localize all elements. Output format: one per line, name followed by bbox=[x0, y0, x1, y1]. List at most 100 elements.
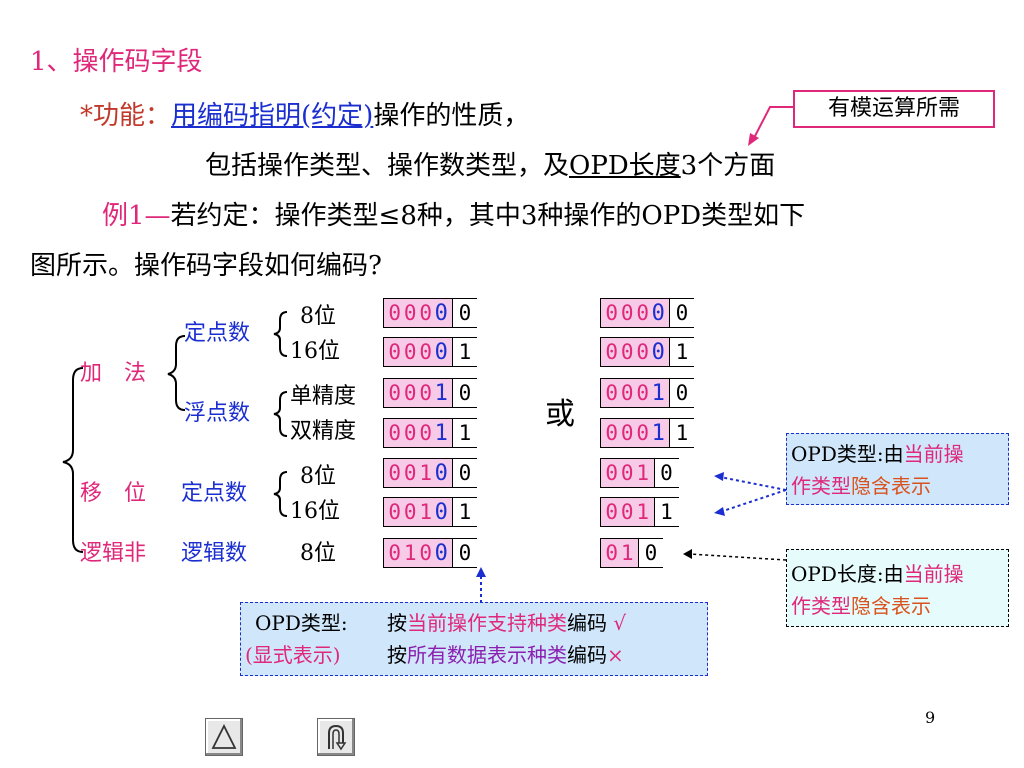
code-bit: 1 bbox=[434, 421, 448, 446]
code-bit: 0 bbox=[620, 500, 634, 524]
code-bit-last: 1 bbox=[669, 419, 694, 447]
code-bit: 0 bbox=[620, 301, 634, 325]
opd-length-note-hl2: 作类型 bbox=[791, 594, 851, 618]
code-bit: 0 bbox=[419, 381, 433, 405]
code-bit: 0 bbox=[419, 541, 433, 565]
code-bit: 0 bbox=[434, 461, 448, 486]
cross-icon: × bbox=[607, 643, 624, 667]
callout-arrow bbox=[748, 106, 795, 146]
code-bit: 0 bbox=[636, 301, 650, 325]
code-bit-last: 0 bbox=[452, 379, 477, 407]
code-bit: 0 bbox=[651, 301, 665, 326]
type-fixed-shift: 定点数 bbox=[181, 481, 248, 506]
aspects-line: 包括操作类型、操作数类型，及OPD长度3个方面 bbox=[205, 150, 775, 182]
len-16bit-shift: 16位 bbox=[290, 499, 340, 524]
code-bit: 1 bbox=[419, 500, 433, 524]
len-8bit-shift: 8位 bbox=[300, 464, 336, 489]
nav-return-button[interactable] bbox=[317, 718, 355, 756]
nav-home-button[interactable] bbox=[205, 718, 243, 756]
code-bit-last: 0 bbox=[452, 299, 477, 327]
section-heading: 1、操作码字段 bbox=[30, 47, 203, 77]
code-bit: 0 bbox=[636, 340, 650, 364]
code-bit-last: 0 bbox=[638, 539, 663, 567]
code-bit: 0 bbox=[620, 461, 634, 485]
aspects-pre: 包括操作类型、操作数类型，及 bbox=[205, 151, 570, 181]
code-bit: 0 bbox=[620, 381, 634, 405]
bottom-note-encode2: 编码 bbox=[567, 643, 607, 667]
code-bit: 0 bbox=[403, 381, 417, 405]
len-8bit: 8位 bbox=[300, 304, 336, 329]
code-bit: 0 bbox=[605, 421, 619, 445]
code-bit-last: 1 bbox=[452, 419, 477, 447]
code-bit: 1 bbox=[434, 381, 448, 406]
opd-type-note: OPD类型:由当前操 作类型隐含表示 bbox=[786, 433, 1009, 505]
function-prefix: *功能： bbox=[80, 101, 172, 131]
code-bit: 0 bbox=[620, 340, 634, 364]
aspects-post: 3个方面 bbox=[680, 151, 776, 181]
len-double: 双精度 bbox=[290, 419, 357, 444]
code-bit: 0 bbox=[403, 301, 417, 325]
modulo-callout: 有模运算所需 bbox=[793, 90, 995, 128]
code-bit: 0 bbox=[388, 541, 402, 565]
opd-length-note-hl3: 隐含表示 bbox=[851, 594, 931, 618]
code-bit: 1 bbox=[636, 461, 650, 485]
opd-type-note-hl2: 作类型 bbox=[791, 474, 851, 498]
code-bit: 0 bbox=[434, 500, 448, 525]
page-number: 9 bbox=[925, 708, 936, 727]
bottom-note-arrow bbox=[476, 567, 486, 603]
bottom-note-by1: 按 bbox=[387, 611, 407, 635]
bottom-note-explicit: (显式表示) bbox=[245, 643, 341, 667]
triangle-icon bbox=[211, 723, 237, 749]
code-bit-last: 0 bbox=[452, 459, 477, 487]
bottom-note-encode1: 编码 bbox=[567, 611, 607, 635]
code-bit-last: 1 bbox=[669, 338, 694, 366]
opd-type-note-hl1: 当前操 bbox=[903, 442, 964, 466]
code-bit: 0 bbox=[403, 461, 417, 485]
explicit-encoding-note: OPD类型: 按当前操作支持种类编码 √ (显式表示) 按所有数据表示种类编码× bbox=[240, 602, 708, 676]
example-label: 例1— bbox=[102, 201, 171, 231]
code-bit: 1 bbox=[620, 541, 634, 565]
op-shift: 移 位 bbox=[80, 481, 147, 506]
bottom-note-all-types: 所有数据表示种类 bbox=[407, 643, 567, 667]
example-line1: 例1—若约定：操作类型≤8种，其中3种操作的OPD类型如下 bbox=[102, 200, 805, 232]
return-icon bbox=[328, 724, 347, 751]
opd-length-note: OPD长度:由当前操 作类型隐含表示 bbox=[786, 549, 1009, 627]
code-bit: 0 bbox=[605, 381, 619, 405]
type-fixed: 定点数 bbox=[184, 321, 251, 346]
code-bit-last: 0 bbox=[669, 379, 694, 407]
code-bit: 1 bbox=[419, 461, 433, 485]
len-8bit-logical: 8位 bbox=[300, 541, 336, 566]
opd-length-underlined: OPD长度 bbox=[569, 151, 681, 181]
type-logical: 逻辑数 bbox=[181, 541, 248, 566]
function-rest: 操作的性质， bbox=[373, 101, 530, 131]
category-braces bbox=[62, 311, 288, 553]
type-float: 浮点数 bbox=[184, 401, 251, 426]
code-bit: 0 bbox=[636, 421, 650, 445]
len-single: 单精度 bbox=[290, 384, 357, 409]
len-16bit: 16位 bbox=[290, 339, 340, 364]
code-bit: 0 bbox=[434, 340, 448, 365]
code-bit: 0 bbox=[388, 340, 402, 364]
code-bit: 0 bbox=[403, 340, 417, 364]
code-bit: 0 bbox=[605, 541, 619, 565]
function-link[interactable]: 用编码指明(约定) bbox=[171, 101, 374, 131]
code-bit: 1 bbox=[636, 500, 650, 524]
opd-length-note-pre: OPD长度:由 bbox=[791, 562, 904, 586]
code-bit: 1 bbox=[651, 381, 665, 406]
code-bit: 0 bbox=[388, 461, 402, 485]
code-bit-last: 0 bbox=[452, 539, 477, 567]
code-bit: 0 bbox=[605, 500, 619, 524]
code-bit: 0 bbox=[620, 421, 634, 445]
check-icon: √ bbox=[613, 611, 627, 635]
code-bit: 0 bbox=[419, 421, 433, 445]
